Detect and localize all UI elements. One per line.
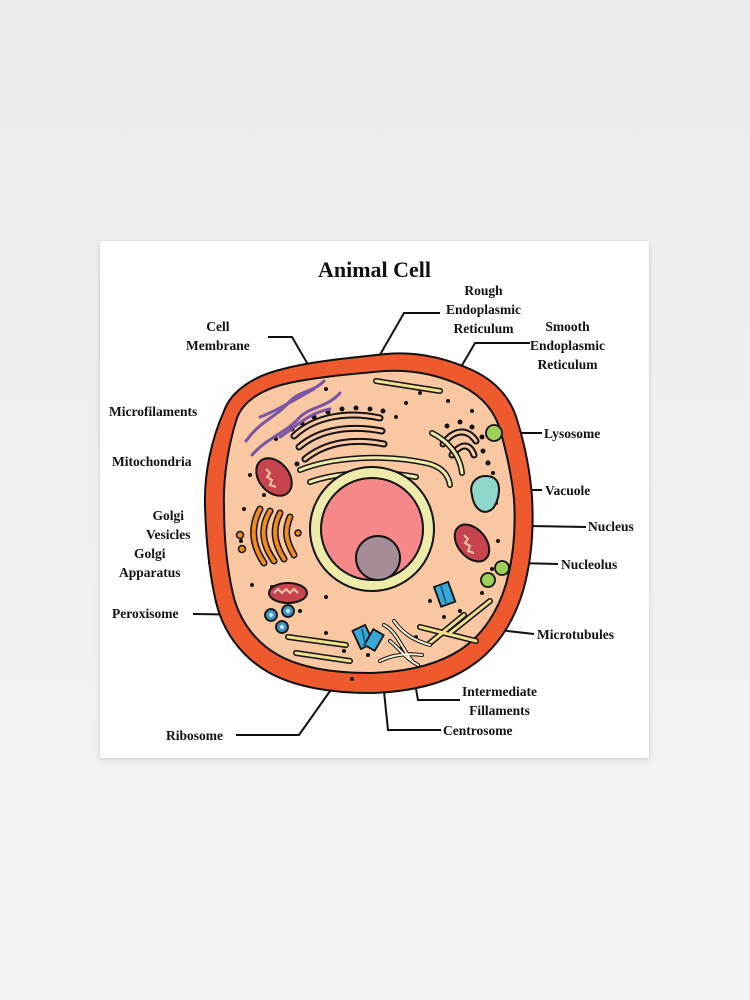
vacuole — [470, 475, 500, 513]
mitochondria — [255, 457, 491, 604]
label-vacuole: Vacuole — [545, 483, 591, 498]
leader-cell-membrane — [268, 336, 311, 369]
label-nucleolus: Nucleolus — [561, 557, 618, 572]
diagram-title: Animal Cell — [317, 257, 432, 282]
label-peroxisome: Peroxisome — [112, 606, 179, 621]
label-mitochondria: Mitochondria — [112, 454, 192, 469]
label-centrosome: Centrosome — [443, 723, 513, 738]
label-nucleus: Nucleus — [588, 519, 634, 534]
microtubules-fill — [286, 379, 492, 663]
peroxisomes-core — [268, 608, 291, 630]
cell-diagram — [192, 312, 587, 736]
lysosomes — [480, 424, 510, 588]
golgi-vesicles — [235, 529, 302, 554]
leader-ribosome — [236, 676, 341, 736]
label-microtubules: Microtubules — [537, 627, 614, 642]
golgi-apparatus-fill — [251, 507, 296, 565]
label-ribosome: Ribosome — [166, 728, 223, 743]
nucleolus — [355, 535, 401, 581]
label-lysosome: Lysosome — [544, 426, 601, 441]
microfilaments — [244, 379, 342, 457]
centrosome — [351, 580, 457, 653]
intermediate-filaments-fill — [379, 620, 431, 666]
label-microfilaments: Microfilaments — [109, 404, 198, 419]
